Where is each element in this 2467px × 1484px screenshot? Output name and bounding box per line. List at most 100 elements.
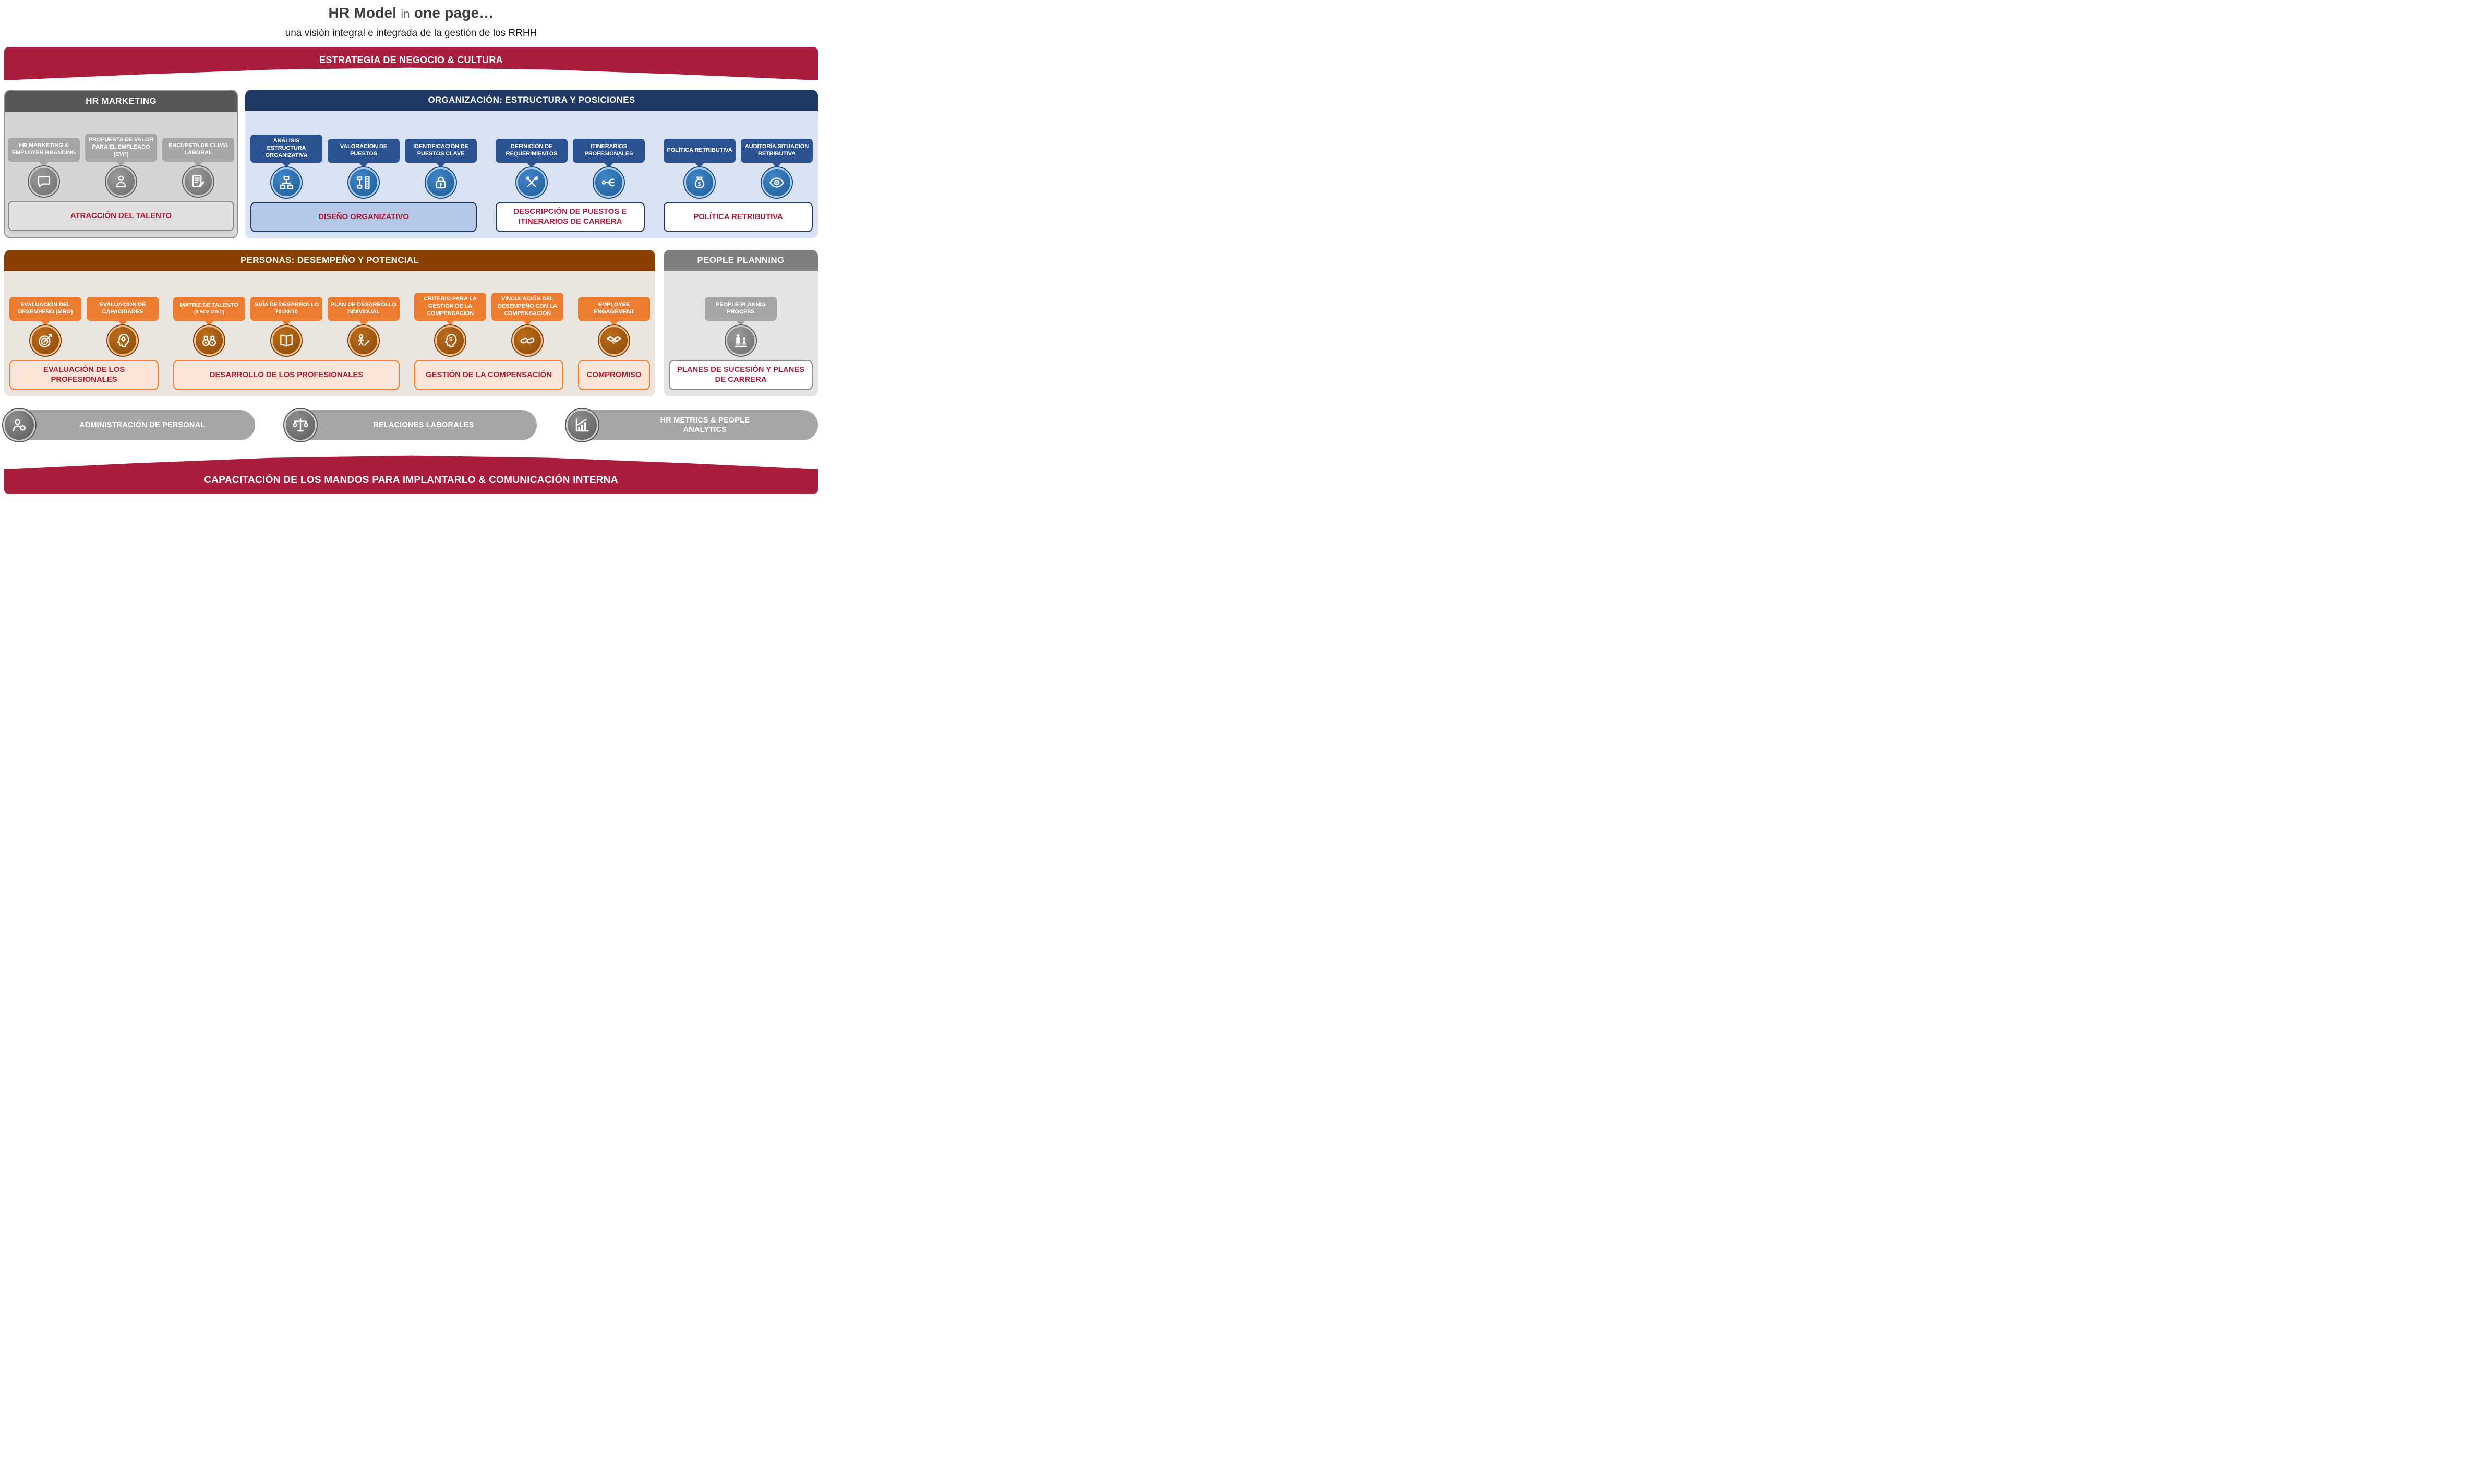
- item-criterio-gestion-compensacion: CRITERIO PARA LA GESTIÓN DE LA COMPENSAC…: [414, 293, 486, 356]
- title-emphasis: one page…: [414, 5, 494, 21]
- group-items: POLÍTICA RETRIBUTIVA $ AUDITORÍA SITUACI…: [664, 139, 813, 198]
- page-title: HR Model in one page…: [0, 4, 822, 23]
- panel-hr-marketing: HR MARKETING HR MARKETING & EMPLOYER BRA…: [4, 90, 238, 238]
- item-label: VALORACIÓN DE PUESTOS: [328, 139, 400, 163]
- item-encuesta-clima-laboral: ENCUESTA DE CLIMA LABORAL: [162, 138, 234, 197]
- group-compromiso: EMPLOYEE ENGAGEMENT COMPROMISO: [578, 276, 650, 390]
- pill-hr-metrics-people-analytics: HR METRICS & PEOPLE ANALYTICS: [565, 409, 818, 441]
- outcome-evaluacion-profesionales: EVALUACIÓN DE LOS PROFESIONALES: [9, 360, 159, 390]
- group-desarrollo-profesionales: MATRIZ DE TALENTO (9 BOX GRID) GUÍA DE D…: [173, 276, 400, 390]
- pill-label: RELACIONES LABORALES: [373, 420, 474, 429]
- money-bag-icon: $: [684, 167, 715, 198]
- group-gestion-compensacion: CRITERIO PARA LA GESTIÓN DE LA COMPENSAC…: [414, 276, 563, 390]
- item-identificacion-puestos-clave: IDENTIFICACIÓN DE PUESTOS CLAVE: [405, 139, 477, 198]
- pill-administracion-de-personal: ADMINISTRACIÓN DE PERSONAL: [3, 409, 256, 441]
- item-guia-desarrollo-702010: GUÍA DE DESARROLLO 70:20:10: [250, 297, 322, 356]
- people-planning-header: PEOPLE PLANNING: [664, 250, 818, 271]
- support-functions-row: ADMINISTRACIÓN DE PERSONAL RELACIONES LA…: [3, 409, 818, 441]
- item-sublabel: (9 BOX GRID): [194, 309, 224, 315]
- chain-links-icon: [512, 325, 543, 356]
- item-vinculacion-desempeno-compensacion: VINCULACIÓN DEL DESEMPEÑO CON LA COMPENS…: [491, 293, 563, 356]
- item-label: ANÁLISIS ESTRUCTURA ORGANIZATIVA: [250, 135, 322, 163]
- group-descripcion-puestos: DEFINICIÓN DE REQUERIMIENTOS ITINERARIOS…: [496, 116, 645, 232]
- item-hr-marketing-employer-branding: HR MARKETING & EMPLOYER BRANDING: [8, 138, 80, 197]
- item-matriz-de-talento: MATRIZ DE TALENTO (9 BOX GRID): [173, 297, 245, 356]
- personas-body: EVALUACIÓN DEL DESEMPEÑO (MBO) EVALUACIÓ…: [4, 271, 655, 396]
- head-dollar-icon: $: [435, 325, 465, 356]
- item-evaluacion-capacidades: EVALUACIÓN DE CAPACIDADES: [87, 297, 159, 356]
- item-plan-desarrollo-individual: PLAN DE DESARROLLO INDIVIDUAL: [328, 297, 400, 356]
- career-path-icon: [594, 167, 624, 198]
- group-items: MATRIZ DE TALENTO (9 BOX GRID) GUÍA DE D…: [173, 297, 400, 356]
- item-valoracion-de-puestos: VALORACIÓN DE PUESTOS: [328, 139, 400, 198]
- outcome-compromiso: COMPROMISO: [578, 360, 650, 390]
- chess-pieces-icon: [726, 325, 756, 356]
- item-evaluacion-desempeno-mbo: EVALUACIÓN DEL DESEMPEÑO (MBO): [9, 297, 81, 356]
- outcome-gestion-compensacion: GESTIÓN DE LA COMPENSACIÓN: [414, 360, 563, 390]
- organizacion-body: ANÁLISIS ESTRUCTURA ORGANIZATIVA VALORAC…: [245, 111, 818, 238]
- pill-relaciones-laborales: RELACIONES LABORALES: [284, 409, 537, 441]
- item-label: PLAN DE DESARROLLO INDIVIDUAL: [328, 297, 400, 321]
- open-book-icon: [271, 325, 302, 356]
- item-label: ENCUESTA DE CLIMA LABORAL: [162, 138, 234, 162]
- item-label: EMPLOYEE ENGAGEMENT: [578, 297, 650, 321]
- strategy-banner: ESTRATEGIA DE NEGOCIO & CULTURA: [4, 47, 818, 80]
- item-label: AUDITORÍA SITUACIÓN RETRIBUTIVA: [741, 139, 813, 163]
- enablement-banner: CAPACITACIÓN DE LOS MANDOS PARA IMPLANTA…: [4, 455, 818, 494]
- personas-header: PERSONAS: DESEMPEÑO Y POTENCIAL: [4, 250, 655, 271]
- outcome-politica-retributiva: POLÍTICA RETRIBUTIVA: [664, 202, 813, 232]
- item-itinerarios-profesionales: ITINERARIOS PROFESIONALES: [573, 139, 645, 198]
- binoculars-icon: [194, 325, 224, 356]
- item-employee-engagement: EMPLOYEE ENGAGEMENT: [578, 297, 650, 356]
- organizacion-header: ORGANIZACIÓN: ESTRUCTURA Y POSICIONES: [245, 90, 818, 111]
- svg-text:$: $: [698, 181, 701, 187]
- item-label: EVALUACIÓN DEL DESEMPEÑO (MBO): [9, 297, 81, 321]
- hr-marketing-body: HR MARKETING & EMPLOYER BRANDING PROPUES…: [5, 112, 237, 237]
- head-gears-icon: [107, 325, 138, 356]
- panel-personas: PERSONAS: DESEMPEÑO Y POTENCIAL EVALUACI…: [4, 250, 655, 396]
- title-brand: HR Model: [328, 5, 397, 21]
- item-propuesta-valor-evp: PROPUESTA DE VALOR PARA EL EMPLEADO (EVP…: [85, 134, 157, 197]
- group-evaluacion-profesionales: EVALUACIÓN DEL DESEMPEÑO (MBO) EVALUACIÓ…: [9, 276, 159, 390]
- item-label: HR MARKETING & EMPLOYER BRANDING: [8, 138, 80, 162]
- title-block: HR Model in one page… una visión integra…: [0, 0, 822, 40]
- item-people-planning-process: PEOPLE PLANNIG PROCESS: [705, 297, 777, 356]
- group-atraccion-talento: HR MARKETING & EMPLOYER BRANDING PROPUES…: [8, 117, 234, 231]
- item-label: IDENTIFICACIÓN DE PUESTOS CLAVE: [405, 139, 477, 163]
- panel-people-planning: PEOPLE PLANNING PEOPLE PLANNIG PROCESS P…: [664, 250, 818, 396]
- group-items: EVALUACIÓN DEL DESEMPEÑO (MBO) EVALUACIÓ…: [9, 297, 159, 356]
- survey-icon: [183, 166, 213, 197]
- tools-icon: [516, 167, 547, 198]
- item-analisis-estructura-organizativa: ANÁLISIS ESTRUCTURA ORGANIZATIVA: [250, 135, 322, 198]
- outcome-desarrollo-profesionales: DESARROLLO DE LOS PROFESIONALES: [173, 360, 400, 390]
- hr-model-diagram: HR Model in one page… una visión integra…: [0, 0, 822, 494]
- eye-icon: [762, 167, 792, 198]
- item-label: ITINERARIOS PROFESIONALES: [573, 139, 645, 163]
- people-gear-icon: [3, 409, 35, 441]
- target-icon: [30, 325, 61, 356]
- person-icon: [106, 166, 136, 197]
- speech-bubble-icon: [29, 166, 59, 197]
- item-label: MATRIZ DE TALENTO (9 BOX GRID): [173, 297, 245, 321]
- group-items: HR MARKETING & EMPLOYER BRANDING PROPUES…: [8, 134, 234, 197]
- pill-label: ADMINISTRACIÓN DE PERSONAL: [79, 420, 206, 429]
- middle-row: PERSONAS: DESEMPEÑO Y POTENCIAL EVALUACI…: [4, 250, 818, 396]
- item-auditoria-situacion-retributiva: AUDITORÍA SITUACIÓN RETRIBUTIVA: [741, 139, 813, 198]
- analytics-chart-icon: [565, 409, 598, 441]
- hr-marketing-header: HR MARKETING: [5, 91, 237, 112]
- people-planning-body: PEOPLE PLANNIG PROCESS PLANES DE SUCESIÓ…: [664, 271, 818, 396]
- group-items: CRITERIO PARA LA GESTIÓN DE LA COMPENSAC…: [414, 293, 563, 356]
- svg-text:$: $: [449, 336, 453, 343]
- growth-person-icon: [348, 325, 379, 356]
- padlock-icon: [426, 167, 456, 198]
- outcome-planes-sucesion-carrera: PLANES DE SUCESIÓN Y PLANES DE CARRERA: [669, 360, 813, 390]
- group-diseno-organizativo: ANÁLISIS ESTRUCTURA ORGANIZATIVA VALORAC…: [250, 116, 477, 232]
- item-label: POLÍTICA RETRIBUTIVA: [664, 139, 736, 163]
- item-politica-retributiva: POLÍTICA RETRIBUTIVA $: [664, 139, 736, 198]
- group-items: PEOPLE PLANNIG PROCESS: [669, 297, 813, 356]
- item-label: VINCULACIÓN DEL DESEMPEÑO CON LA COMPENS…: [491, 293, 563, 321]
- page-subtitle: una visión integral e integrada de la ge…: [285, 28, 537, 39]
- outcome-atraccion-del-talento: ATRACCIÓN DEL TALENTO: [8, 201, 234, 231]
- group-politica-retributiva: POLÍTICA RETRIBUTIVA $ AUDITORÍA SITUACI…: [664, 116, 813, 232]
- pill-label: HR METRICS & PEOPLE ANALYTICS: [660, 416, 750, 434]
